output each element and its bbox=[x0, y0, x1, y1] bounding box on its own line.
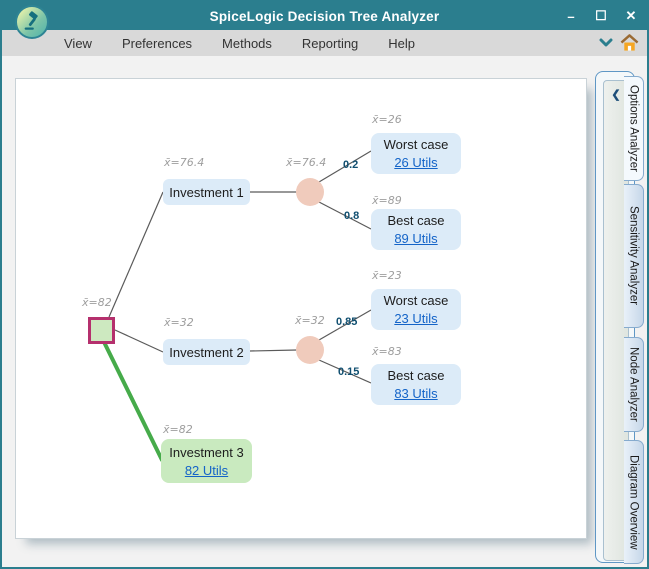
probability-label: 0.15 bbox=[338, 366, 360, 378]
menu-bar: View Preferences Methods Reporting Help bbox=[2, 30, 647, 56]
utils-link[interactable]: 83 Utils bbox=[394, 386, 438, 401]
menu-preferences[interactable]: Preferences bbox=[121, 35, 193, 51]
tab-diagram-overview[interactable]: Diagram Overview bbox=[624, 440, 644, 564]
node-label: Best case bbox=[387, 368, 445, 383]
diagram-canvas[interactable]: x̄=82 x̄=76.4 x̄=76.4 x̄=26 x̄=89 x̄=32 … bbox=[15, 78, 587, 539]
maximize-button[interactable]: ☐ bbox=[595, 8, 607, 23]
content-area: x̄=82 x̄=76.4 x̄=76.4 x̄=26 x̄=89 x̄=32 … bbox=[2, 56, 647, 567]
chance-node-1[interactable] bbox=[296, 178, 324, 206]
probability-label: 0.8 bbox=[344, 210, 360, 222]
outcome-node-worst-case-2[interactable]: Worst case 23 Utils bbox=[371, 289, 461, 330]
outcome-node-worst-case-1[interactable]: Worst case 26 Utils bbox=[371, 133, 461, 174]
node-label: Worst case bbox=[383, 293, 449, 308]
node-label: Worst case bbox=[383, 137, 449, 152]
probability-label: 0.2 bbox=[343, 159, 359, 171]
chance-node-2[interactable] bbox=[296, 336, 324, 364]
utils-link[interactable]: 89 Utils bbox=[394, 231, 438, 246]
outcome-node-best-case-1[interactable]: Best case 89 Utils bbox=[371, 209, 461, 250]
utils-link[interactable]: 26 Utils bbox=[394, 155, 438, 170]
inv2-ev-label: x̄=32 bbox=[164, 316, 194, 329]
menu-right-icons bbox=[599, 30, 639, 56]
menu-reporting[interactable]: Reporting bbox=[301, 35, 359, 51]
utils-link[interactable]: 82 Utils bbox=[184, 462, 229, 478]
root-ev-label: x̄=82 bbox=[82, 296, 112, 309]
tab-sensitivity-analyzer[interactable]: Sensitivity Analyzer bbox=[624, 184, 644, 328]
tab-options-analyzer[interactable]: Options Analyzer bbox=[624, 76, 644, 181]
window-title: SpiceLogic Decision Tree Analyzer bbox=[209, 8, 440, 24]
menu-methods[interactable]: Methods bbox=[222, 35, 272, 51]
bc1-ev-label: x̄=89 bbox=[372, 194, 402, 207]
minimize-button[interactable]: – bbox=[567, 8, 575, 24]
window-controls: – ☐ ✕ bbox=[561, 2, 641, 30]
node-label: Investment 2 bbox=[169, 344, 244, 360]
probability-label: 0.85 bbox=[336, 316, 358, 328]
node-label: Investment 3 bbox=[169, 444, 244, 460]
tab-node-analyzer[interactable]: Node Analyzer bbox=[624, 337, 644, 432]
expand-panel-button[interactable]: ❮ bbox=[611, 88, 621, 101]
home-icon[interactable] bbox=[620, 34, 639, 52]
menu-view[interactable]: View bbox=[64, 35, 92, 51]
close-button[interactable]: ✕ bbox=[625, 8, 637, 23]
gavel-icon bbox=[24, 11, 38, 30]
node-label: Investment 1 bbox=[169, 184, 244, 200]
chance2-ev-label: x̄=32 bbox=[295, 314, 325, 327]
menu-help[interactable]: Help bbox=[388, 35, 416, 51]
title-bar[interactable]: SpiceLogic Decision Tree Analyzer – ☐ ✕ bbox=[2, 2, 647, 30]
inv1-ev-label: x̄=76.4 bbox=[164, 156, 205, 169]
right-sidebar: ❮ Options Analyzer Sensitivity Analyzer … bbox=[594, 68, 646, 567]
wc1-ev-label: x̄=26 bbox=[372, 113, 402, 126]
decision-node-root[interactable] bbox=[88, 317, 115, 344]
tree-edges bbox=[102, 150, 372, 462]
chevron-down-icon[interactable] bbox=[599, 37, 613, 49]
option-node-investment-1[interactable]: Investment 1 bbox=[163, 179, 250, 205]
node-label: Best case bbox=[387, 213, 445, 228]
utils-link[interactable]: 23 Utils bbox=[394, 311, 438, 326]
option-node-investment-2[interactable]: Investment 2 bbox=[163, 339, 250, 365]
app-logo[interactable] bbox=[15, 5, 49, 39]
inv3-ev-label: x̄=82 bbox=[163, 423, 193, 436]
wc2-ev-label: x̄=23 bbox=[372, 269, 402, 282]
outcome-node-best-case-2[interactable]: Best case 83 Utils bbox=[371, 364, 461, 405]
chance1-ev-label: x̄=76.4 bbox=[286, 156, 327, 169]
optimal-path-edge bbox=[102, 340, 164, 462]
bc2-ev-label: x̄=83 bbox=[372, 345, 402, 358]
option-node-investment-3[interactable]: Investment 3 82 Utils bbox=[161, 439, 252, 483]
